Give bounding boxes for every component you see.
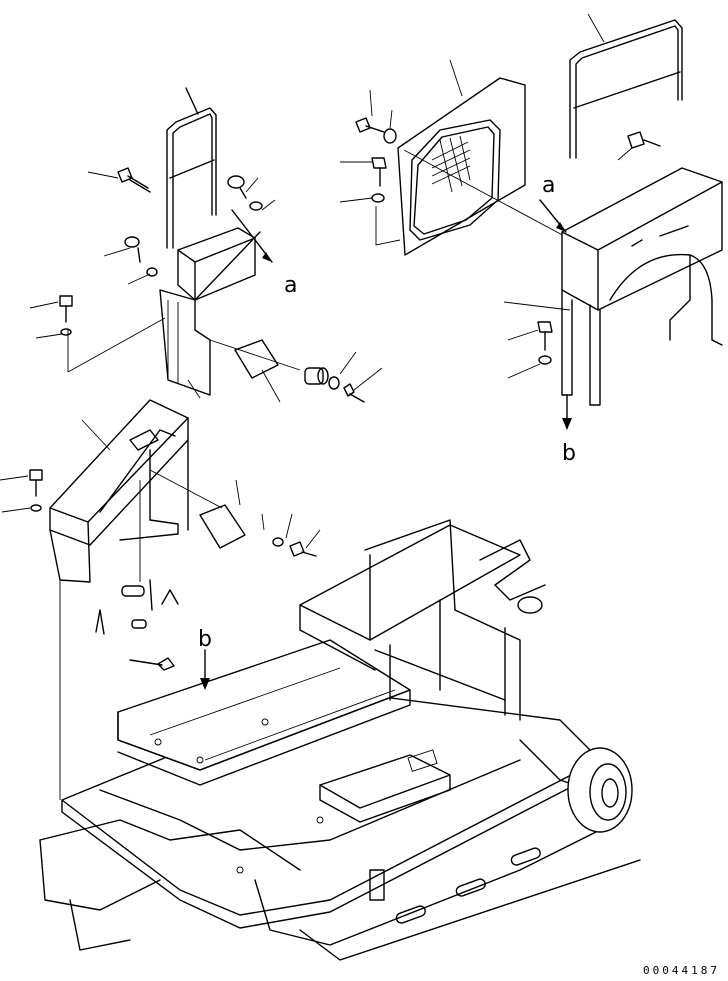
main-frame-assembly <box>39 519 641 961</box>
callout-a-right: a <box>542 173 555 198</box>
drawing-number: 00044187 <box>643 964 720 977</box>
middle-bracket-assembly <box>0 399 321 800</box>
right-side-cover <box>503 13 723 430</box>
fan-guard-plate <box>339 59 569 256</box>
left-handrail-assembly <box>29 87 383 403</box>
callout-a-left: a <box>284 273 297 298</box>
callout-b-right: b <box>562 441 576 466</box>
callout-b-bottom: b <box>198 627 212 652</box>
